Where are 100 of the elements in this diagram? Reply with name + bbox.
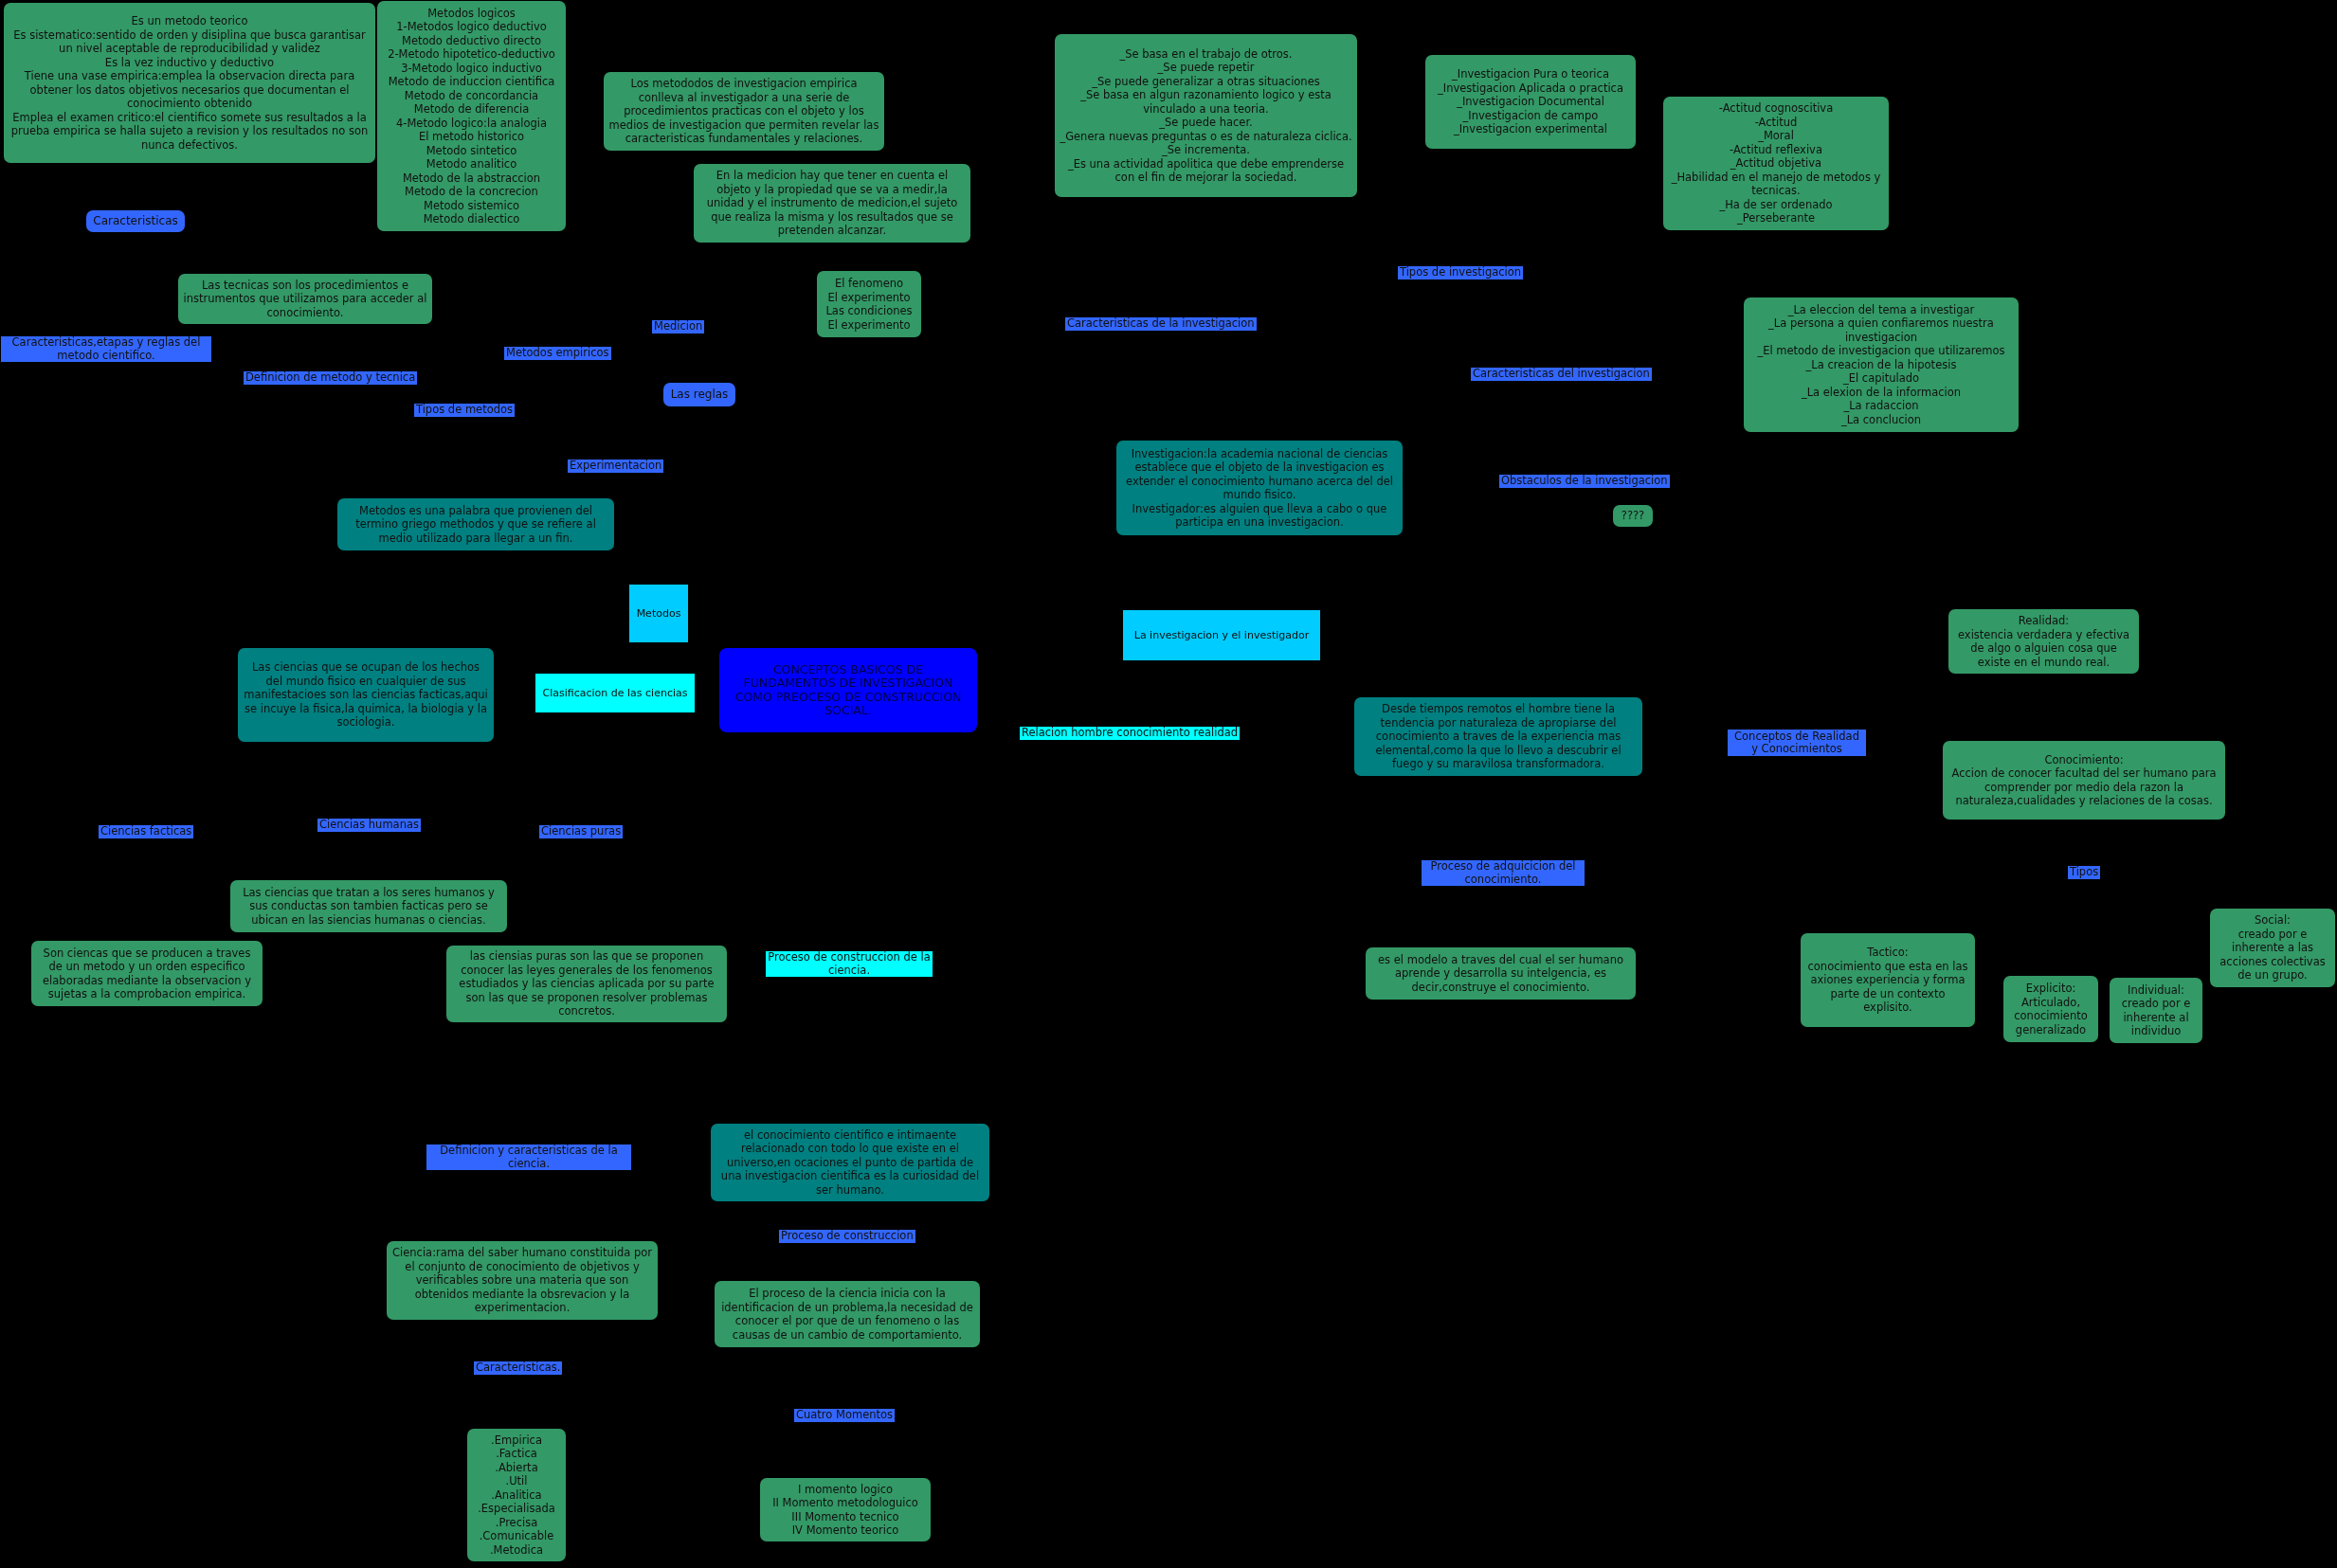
card-text: Tiene una vase empirica:emplea la observacion directa para obtener los datos objetivos necesarios que documentan el conocimiento obtenido bbox=[23, 69, 356, 111]
topic-tag: Proceso de construccion de la ciencia. bbox=[766, 951, 933, 977]
note-card: las ciensias puras son las que se proponen conocer las leyes generales de los fenomenos estudiados y las ciencias aplicada por su parte son las que se proponen resolver problemas concretos. bbox=[446, 946, 727, 1022]
note-card: El proceso de la ciencia inicia con la identificacion de un problema,la necesidad de conocer el por que de un fenomeno o las causas de un cambio de comportamiento. bbox=[715, 1281, 980, 1347]
card-text: _Actitud objetiva bbox=[1730, 156, 1822, 171]
card-text: _El metodo de investigacion que utilizaremos bbox=[1757, 344, 2005, 358]
topic-tag: Metodos empiricos bbox=[504, 347, 611, 360]
card-text: .Comunicable bbox=[479, 1529, 554, 1543]
card-text: 2-Metodo hipotetico-deductivo bbox=[388, 47, 555, 62]
card-text: -Actitud bbox=[1754, 115, 1798, 130]
card-text: El experimento bbox=[827, 317, 911, 332]
topic-tag: Proceso de construccion bbox=[779, 1230, 915, 1243]
card-text: _Genera nuevas preguntas o es de naturaleza ciclica. bbox=[1060, 129, 1352, 143]
card-text: _Investigacion Pura o teorica bbox=[1452, 67, 1609, 81]
note-card: Las tecnicas son los procedimientos e instrumentos que utilizamos para acceder al conocimiento. bbox=[178, 274, 432, 324]
card-text: _Ha de ser ordenado bbox=[1719, 197, 1833, 212]
card-text: .Analitica bbox=[491, 1487, 542, 1503]
card-text: conocimiento que esta en las axiones experiencia y forma parte de un contexto explisito. bbox=[1806, 959, 1969, 1015]
card-text: Investigador:es alguien que lleva a cabo o que participa en una investigacion. bbox=[1131, 501, 1388, 530]
card-text: _La conclucion bbox=[1840, 412, 1922, 427]
topic-tag: Ciencias facticas bbox=[99, 825, 194, 838]
card-text: _La elexion de la informacion bbox=[1801, 385, 1962, 400]
card-text: Las condiciones bbox=[825, 304, 913, 318]
topic-tag: Experimentacion bbox=[568, 460, 664, 473]
card-text: 4-Metodo logico:la analogia bbox=[396, 116, 547, 130]
card-text: _La radaccion bbox=[1843, 399, 1919, 413]
note-card bbox=[760, 1478, 931, 1541]
card-text: Metodo de la concrecion bbox=[405, 185, 538, 199]
card-text: .Empirica bbox=[491, 1433, 542, 1448]
note-card bbox=[2210, 909, 2335, 987]
topic-tag: Definicion de metodo y tecnica bbox=[244, 371, 418, 385]
topic-tag: Obstaculos de la investigacion bbox=[1499, 475, 1670, 488]
card-text: _Se puede hacer. bbox=[1159, 116, 1253, 130]
note-card bbox=[2110, 978, 2202, 1043]
card-text: Explicito: bbox=[2025, 982, 2076, 996]
note-card: Ciencia:rama del saber humano constituida por el conjunto de conocimiento de objetivos y verificables sobre una materia que son obtenidos mediante la obsrevacion y la experimentacion. bbox=[387, 1241, 658, 1320]
card-text: -Actitud cognoscitiva bbox=[1718, 101, 1834, 116]
topic-tag: Tipos de metodos bbox=[414, 404, 516, 417]
branch-box: Clasificacion de las ciencias bbox=[535, 674, 695, 712]
note-card bbox=[4, 3, 375, 163]
note-card: Son ciencas que se producen a traves de un metodo y un orden especifico elaboradas mediante la observacion y sujetas a la comprobacion empirica. bbox=[31, 941, 263, 1006]
card-text: Metodo dialectico bbox=[423, 212, 520, 226]
card-text: Metodos logicos bbox=[427, 6, 516, 20]
card-text: existencia verdadera y efectiva de algo o alguien cosa que existe en el mundo real. bbox=[1956, 627, 2131, 669]
definition-card: Metodos es una palabra que provienen del termino griego methodos y que se refiere al medio utilizado para llegar a un fin. bbox=[337, 498, 614, 550]
card-text: Social: bbox=[2255, 913, 2291, 928]
card-text: Metodo de diferencia bbox=[413, 102, 530, 117]
card-text: Accion de conocer facultad del ser humano para comprender por medio dela razon la naturaleza,cualidades y relaciones de la cosas. bbox=[1950, 766, 2218, 808]
card-text: .Abierta bbox=[495, 1460, 538, 1475]
note-card bbox=[817, 271, 921, 337]
topic-tag: Ciencias humanas bbox=[317, 819, 421, 832]
card-text: Es la vez inductivo y deductivo bbox=[104, 55, 275, 69]
card-text: 1-Metodos logico deductivo bbox=[396, 20, 547, 34]
card-text: Conocimiento: bbox=[2044, 752, 2124, 766]
card-text: Articulado, conocimiento generalizado bbox=[2013, 995, 2089, 1036]
note-card: Las ciencias que tratan a los seres humanos y sus conductas son tambien facticas pero se ubican en las siencias humanas o ciencias. bbox=[230, 880, 507, 932]
card-text: _Se puede repetir bbox=[1157, 61, 1255, 75]
topic-tag: Cuatro Momentos bbox=[794, 1409, 896, 1422]
card-text: Realidad: bbox=[2018, 614, 2070, 628]
topic-pill: Caracteristicas bbox=[86, 210, 185, 232]
card-text: El fenomeno bbox=[834, 277, 904, 291]
card-text: III Momento tecnico bbox=[791, 1509, 899, 1523]
note-card bbox=[1801, 933, 1975, 1027]
note-card bbox=[377, 1, 566, 231]
note-card bbox=[1943, 741, 2225, 820]
card-text: Es sistematico:sentido de orden y disiplina que busca garantisar un nivel aceptable de reproducibilidad y validez bbox=[12, 27, 367, 56]
note-card: ???? bbox=[1613, 505, 1653, 527]
topic-tag: Caracteristicas,etapas y reglas del metodo cientifico. bbox=[1, 336, 211, 362]
topic-tag: Conceptos de Realidad y Conocimientos bbox=[1728, 730, 1866, 756]
card-text: _La creacion de la hipotesis bbox=[1805, 357, 1957, 372]
note-card bbox=[2003, 976, 2098, 1042]
card-text: 3-Metodo logico inductivo bbox=[401, 61, 542, 75]
card-text: Metodo deductivo directo bbox=[402, 33, 541, 47]
card-text: creado por e inherente a las acciones colectivas de un grupo. bbox=[2219, 927, 2327, 982]
topic-tag: Definicion y caracteristicas de la ciencia. bbox=[426, 1144, 631, 1170]
card-text: _Se basa en algun razonamiento logico y esta vinculado a una teoria. bbox=[1079, 88, 1332, 116]
card-text: Individual: bbox=[2128, 982, 2184, 997]
topic-tag: Proceso de adquicicion del conocimiento. bbox=[1422, 860, 1585, 886]
card-text: Metodo analitico bbox=[426, 157, 517, 171]
card-text: _Se puede generalizar a otras situaciones bbox=[1092, 74, 1320, 88]
topic-tag: Ciencias puras bbox=[539, 825, 624, 838]
card-text: Metodo sistemico bbox=[423, 198, 520, 212]
definition-card: Desde tiempos remotos el hombre tiene la tendencia por naturaleza de apropiarse del conocimiento a traves de la experiencia mas elemental,como la que lo llevo a descubrir el fuego y su maravilosa transformadora. bbox=[1354, 697, 1642, 776]
card-text: _Habilidad en el manejo de metodos y tecnicas. bbox=[1670, 170, 1882, 198]
card-text: _Investigacion experimental bbox=[1453, 122, 1608, 136]
card-text: Metodo de la abstraccion bbox=[402, 171, 541, 185]
card-text: .Factica bbox=[496, 1447, 537, 1461]
note-card bbox=[1425, 55, 1636, 149]
note-card: Los metododos de investigacion empirica conlleva al investigador a una serie de procedimientos practicas con el objeto y los medios de investigacion que permiten revelar las caracteristicas fundamentales y relaciones. bbox=[604, 72, 884, 151]
card-text: -Actitud reflexiva bbox=[1730, 142, 1822, 157]
topic-tag: Tipos de investigacion bbox=[1398, 266, 1524, 279]
note-card bbox=[1948, 609, 2139, 674]
topic-tag: Medicion bbox=[652, 320, 705, 333]
definition-card bbox=[1116, 441, 1403, 535]
topic-tag: Relacion hombre conocimiento realidad bbox=[1020, 727, 1241, 740]
card-text: Emplea el examen critico:el cientifico somete sus resultados a la prueba empirica se halla sujeto a revision y los resultados no son nunca defectivos. bbox=[9, 110, 370, 152]
card-text: Investigacion:la academia nacional de ciencias establece que el objeto de la investigacion es extender el conocimiento humano acerca del del mundo fisico. bbox=[1125, 446, 1394, 502]
card-text: _Se incrementa. bbox=[1162, 143, 1250, 157]
definition-card: Las ciencias que se ocupan de los hechos del mundo fisico en cualquier de sus manifestacioes son las ciencias facticas,aqui se incuye la fisica,la quimica, la biologia y la sociologia. bbox=[238, 648, 494, 742]
card-text: creado por e inherente al individuo bbox=[2120, 997, 2192, 1038]
